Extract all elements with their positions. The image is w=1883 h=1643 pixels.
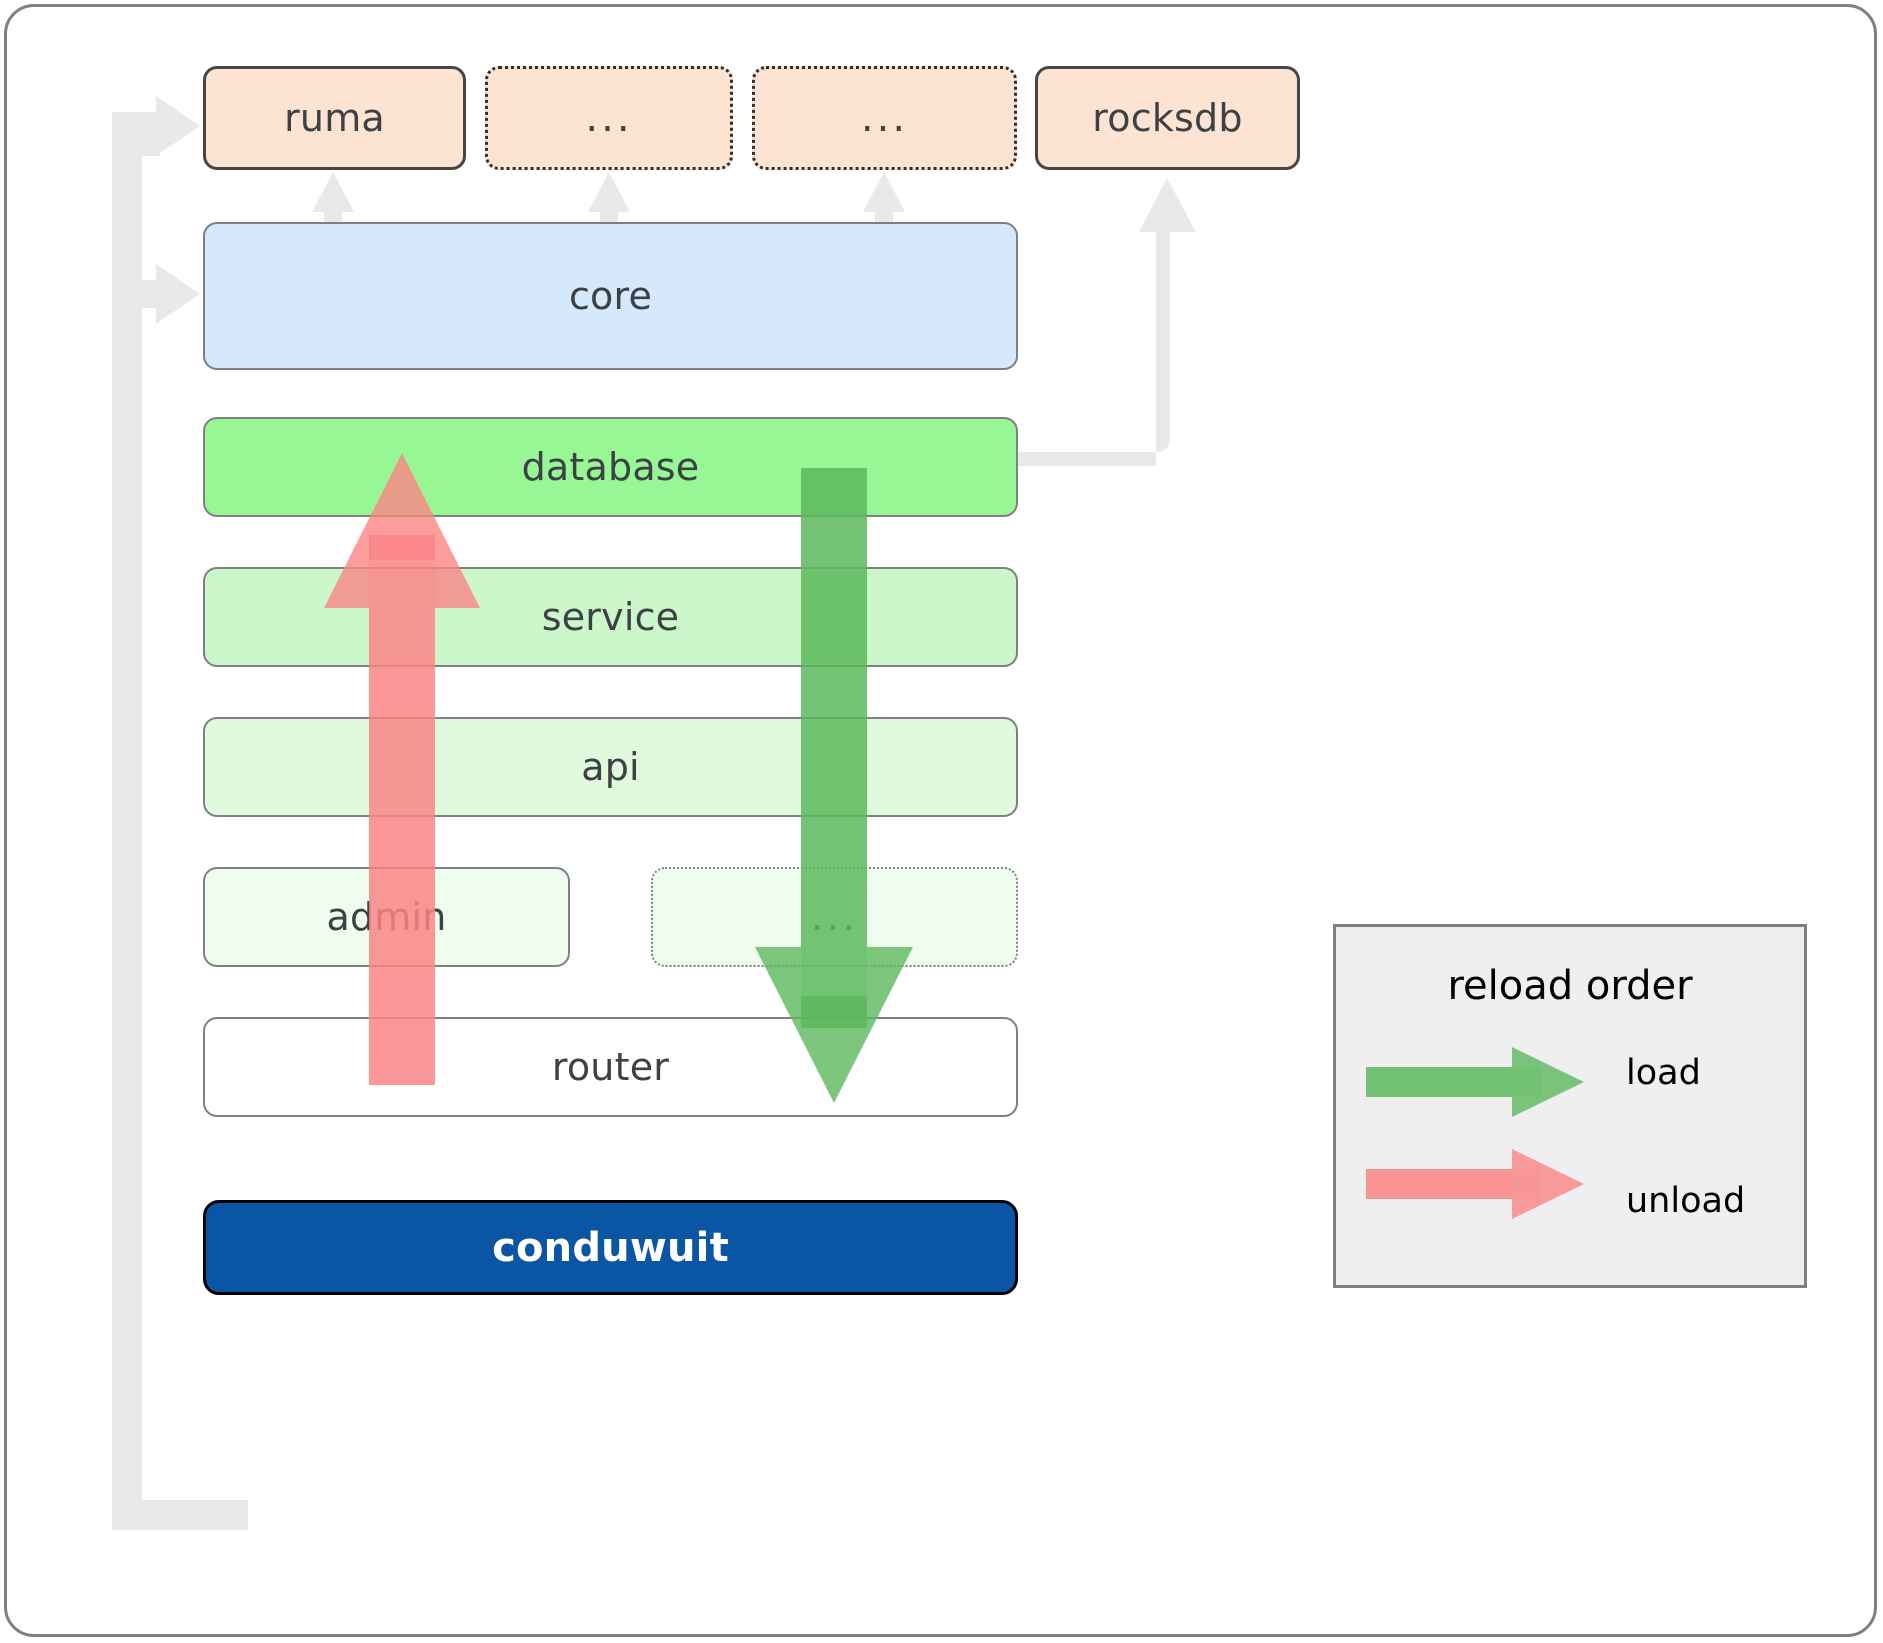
dependency-arrow-database-to-rocksdb	[1018, 178, 1196, 466]
legend-label-unload: unload	[1626, 1181, 1746, 1221]
unload-arrow	[324, 453, 480, 1085]
legend-label-load: load	[1626, 1053, 1701, 1093]
dependency-arrow-core-to-dots2	[863, 172, 905, 236]
legend-panel: reload order load unload	[1333, 924, 1807, 1288]
root-box-conduwuit[interactable]: conduwuit	[203, 1200, 1018, 1295]
load-arrow	[755, 468, 913, 1103]
dependency-arrow-to-core	[112, 264, 200, 324]
stack-box-database[interactable]: database	[203, 417, 1018, 517]
root-label-conduwuit: conduwuit	[492, 1224, 729, 1271]
dependency-arrow-conduwuit-to-trunk	[112, 1500, 248, 1530]
dependency-arrow-to-ruma	[112, 96, 200, 156]
dependency-arrow-conduwuit-trunk	[112, 126, 160, 1512]
dependency-arrow-core-to-dots1	[588, 172, 630, 236]
legend-load-arrow	[1366, 1047, 1584, 1117]
dependency-arrow-core-to-ruma	[312, 172, 354, 236]
stack-box-router[interactable]: router	[203, 1017, 1018, 1117]
legend-arrows	[1366, 1047, 1584, 1219]
legend-title: reload order	[1447, 963, 1693, 1009]
stack-box-api[interactable]: api	[203, 717, 1018, 817]
legend-unload-arrow	[1366, 1149, 1584, 1219]
